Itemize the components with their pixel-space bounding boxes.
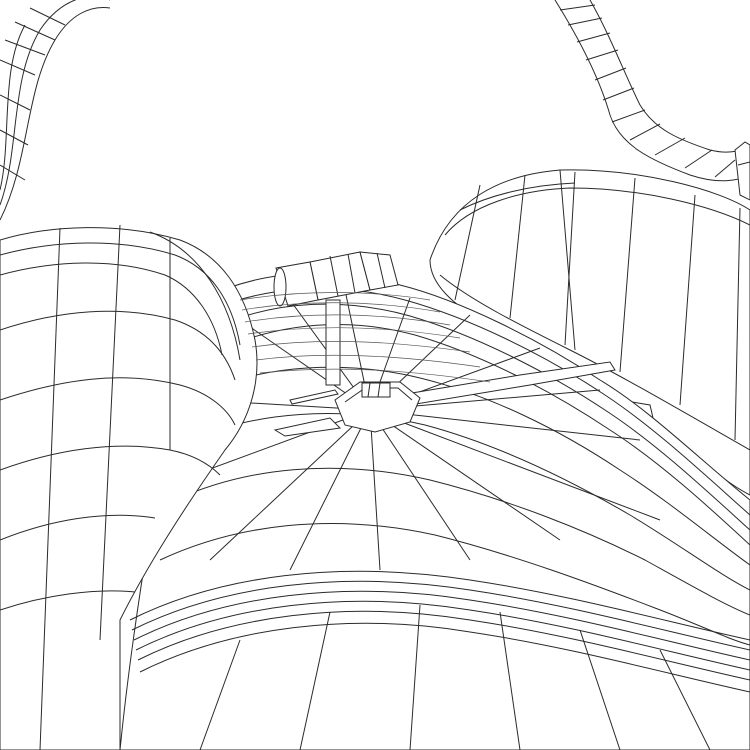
striker-rod: [325, 299, 341, 386]
dome-contours: [239, 292, 491, 383]
right-handle-arc: [554, 0, 750, 182]
hub-cap: [361, 382, 391, 398]
clock-rim: [129, 570, 750, 693]
clock-hands: [273, 361, 616, 437]
clock-face: [199, 604, 711, 750]
left-handle-arc: [0, 0, 111, 221]
top-right-knob: [734, 141, 750, 201]
second-hand: [289, 389, 339, 405]
left-bell: [0, 224, 258, 750]
hour-hand: [273, 417, 342, 437]
bell-striker: [273, 251, 399, 386]
